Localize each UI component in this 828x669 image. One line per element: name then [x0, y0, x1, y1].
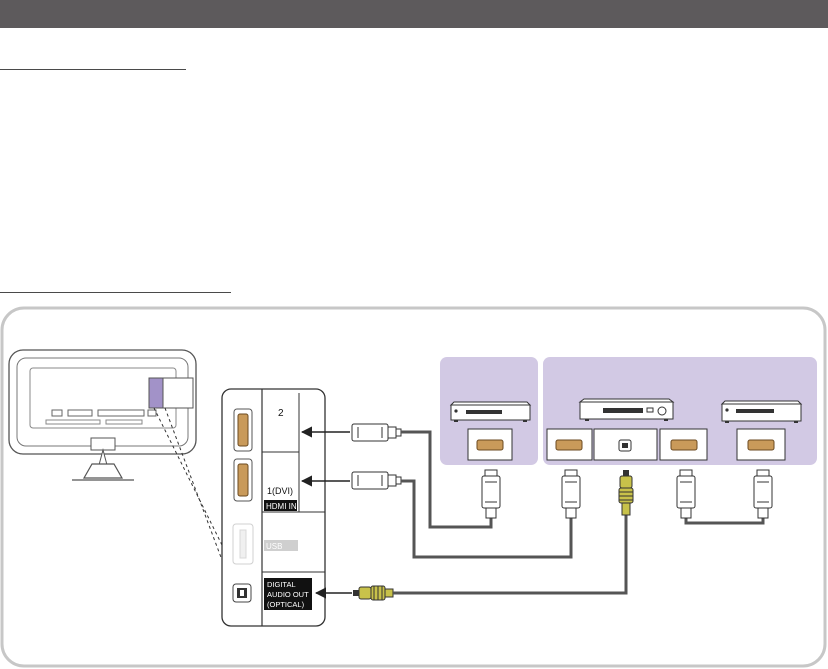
- hdmi-cable-icon: [351, 471, 402, 490]
- device-optical-port: [593, 428, 658, 461]
- hdmi-in-label: HDMI IN: [266, 502, 297, 511]
- hdmi1-port-icon: [233, 458, 253, 502]
- optical-label-line2: AUDIO OUT: [267, 590, 309, 599]
- hdmi1-label: 1(DVI): [267, 486, 293, 496]
- optical-cable-icon: [618, 470, 634, 516]
- header-bar: [0, 0, 828, 28]
- hdmi-in-tag: [264, 500, 297, 511]
- section-rule-top: [0, 69, 186, 70]
- device-hdmi-port-3: [659, 428, 708, 461]
- hdmi-cable-icon: [351, 423, 402, 442]
- optical-port-icon: [232, 583, 252, 603]
- tv-monitor-icon: [8, 349, 197, 481]
- usb-label: USB: [266, 542, 282, 551]
- optical-tag: [264, 578, 312, 610]
- bluray-player-icon: [449, 401, 532, 422]
- usb-port-icon: [232, 523, 254, 565]
- hdmi-cable-icon: [561, 469, 581, 519]
- optical-label-line3: (OPTICAL): [267, 600, 305, 609]
- hdmi-cable-icon: [676, 469, 696, 519]
- hdmi2-port-icon: [233, 408, 253, 452]
- device-hdmi-port-4: [736, 428, 786, 461]
- cable-passthrough: [684, 518, 765, 525]
- set-top-box-icon: [720, 400, 803, 423]
- hdmi2-label: 2: [278, 408, 284, 419]
- hdmi-cable-icon: [753, 469, 773, 519]
- hdmi-cable-icon: [481, 469, 501, 519]
- device-hdmi-port-2: [546, 428, 593, 461]
- zoom-line-upper: [153, 407, 223, 546]
- cable-hdmi1: [401, 479, 573, 559]
- section-rule-bottom: [0, 292, 231, 293]
- port-panel: 2 1(DVI) HDMI IN USB DIGITAL AUDIO OUT (…: [221, 388, 326, 627]
- cable-hdmi2: [401, 430, 493, 529]
- av-receiver-icon: [578, 398, 675, 421]
- optical-label-line1: DIGITAL: [267, 580, 296, 589]
- usb-tag: [264, 540, 298, 551]
- cable-optical: [393, 515, 628, 595]
- optical-cable-icon: [353, 585, 394, 601]
- device-hdmi-port-1: [467, 428, 513, 461]
- cables: [393, 430, 765, 595]
